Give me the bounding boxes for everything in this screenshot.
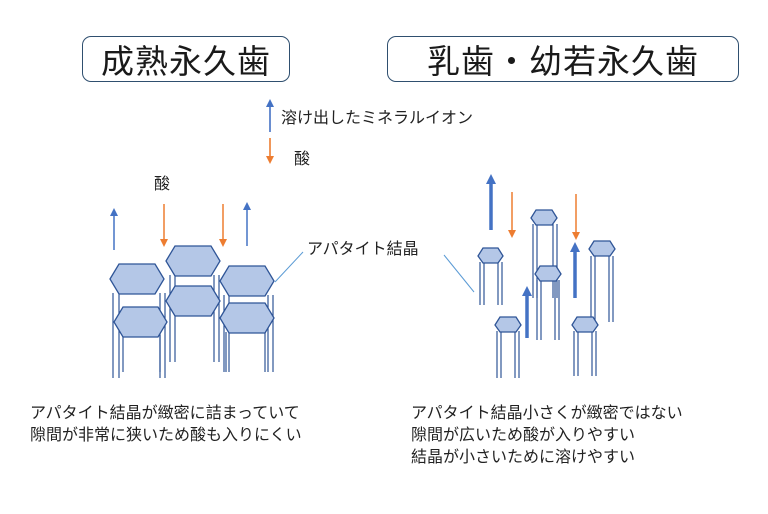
crystal-hexagon [219, 265, 275, 297]
young-description: アパタイト結晶小さくが緻密ではない 隙間が広いため酸が入りやすい 結晶が小さいた… [411, 402, 683, 468]
mature-crystal-cluster [109, 202, 275, 378]
title-young-teeth: 乳歯・幼若永久歯 [387, 36, 739, 82]
acid-label: 酸 [154, 174, 171, 193]
crystal-hexagon [109, 263, 165, 295]
title-young-label: 乳歯・幼若永久歯 [427, 42, 699, 81]
young-crystal-cluster [477, 174, 616, 378]
crystal-leader-line-left [274, 251, 304, 283]
young-description-line: 結晶が小さいために溶けやすい [411, 447, 636, 466]
crystal-hexagon [571, 316, 599, 333]
crystal-hexagon [477, 247, 504, 264]
crystal-hexagon [530, 209, 558, 226]
crystal-hexagon [494, 316, 522, 333]
mature-description: アパタイト結晶が緻密に詰まっていて 隙間が非常に狭いため酸も入りにくい [30, 402, 302, 446]
crystal-leader-line-right [443, 254, 475, 293]
mature-description-line: 隙間が非常に狭いため酸も入りにくい [30, 425, 302, 444]
crystal-hexagon [534, 265, 562, 282]
crystal-hexagon [588, 240, 616, 257]
young-description-line: 隙間が広いため酸が入りやすい [411, 425, 636, 444]
crystal-hexagon [165, 285, 221, 317]
crystal-label: アパタイト結晶 [307, 239, 419, 258]
title-mature-permanent-teeth: 成熟永久歯 [82, 36, 290, 82]
mature-description-line: アパタイト結晶が緻密に詰まっていて [30, 403, 300, 422]
legend-ion-label: 溶け出したミネラルイオン [281, 108, 474, 127]
crystal-hexagon [165, 245, 221, 277]
crystal-hexagon [219, 302, 275, 334]
title-mature-label: 成熟永久歯 [101, 42, 271, 81]
young-description-line: アパタイト結晶小さくが緻密ではない [411, 403, 683, 422]
legend-acid-label: 酸 [294, 149, 311, 168]
crystal-hexagon [113, 306, 168, 338]
